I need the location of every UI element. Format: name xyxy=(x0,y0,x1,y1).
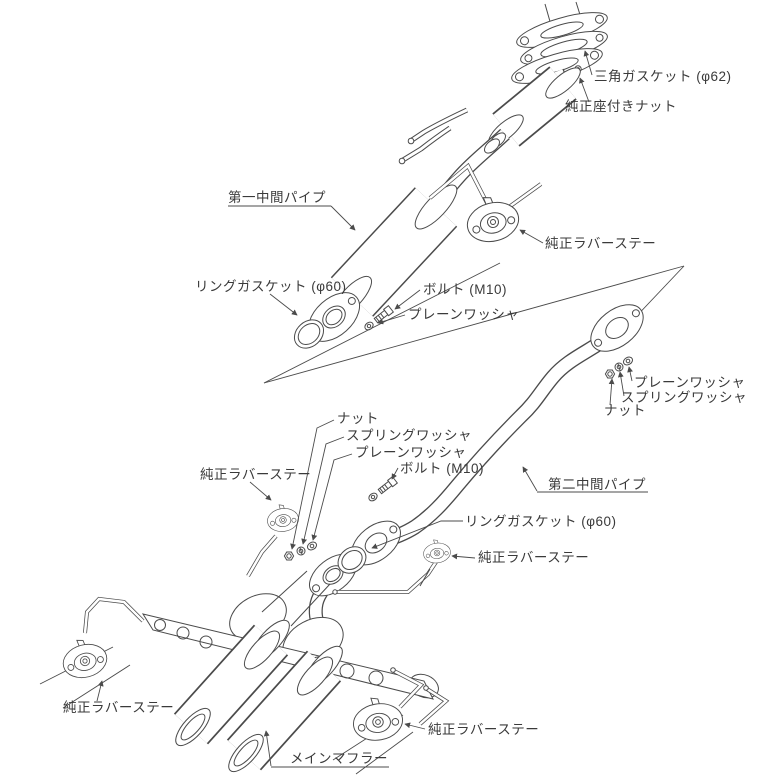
leader-seated-nut xyxy=(579,77,590,103)
leader-first-pipe xyxy=(330,205,356,231)
label-bolt-m10-1: ボルト (M10) xyxy=(423,282,507,297)
label-first-mid-pipe: 第一中間パイプ xyxy=(228,189,326,205)
ring-gasket-1 xyxy=(293,319,325,349)
bracket-arms xyxy=(261,570,331,627)
leader-triangle-gasket xyxy=(583,50,593,76)
assembly-line-long xyxy=(263,265,685,384)
rubber-stay-mid-right xyxy=(421,537,453,565)
label-rubber-stay-mid-right: 純正ラバーステー xyxy=(478,550,589,565)
label-rubber-stay-left: 純正ラバーステー xyxy=(200,467,311,482)
leader-plain-washer-center xyxy=(311,453,353,541)
nut-icon-center xyxy=(283,551,295,561)
label-rubber-stay-bottom-left: 純正ラバーステー xyxy=(63,700,174,715)
bracket-hole xyxy=(339,663,355,679)
plain-washer-icon-2 xyxy=(368,492,378,502)
leader-plain-washer-1 xyxy=(377,314,406,325)
leader-stay-mid-right xyxy=(451,553,476,560)
label-rubber-stay-bottom-right: 純正ラバーステー xyxy=(428,722,539,737)
label-bolt-m10-2: ボルト (M10) xyxy=(400,461,484,476)
bracket-hole xyxy=(368,670,384,686)
hanger-rod-tip xyxy=(390,667,396,673)
tip-collar xyxy=(296,656,334,696)
label-ring-gasket-2: リングガスケット (φ60) xyxy=(465,514,617,529)
bracket-hole xyxy=(176,626,190,640)
leader-nut-center xyxy=(290,419,335,550)
plain-washer-icon-right xyxy=(621,354,635,368)
leader-spring-washer-right xyxy=(617,371,625,397)
leader-spring-washer-center xyxy=(301,436,345,545)
leader-stay-top-right xyxy=(519,229,544,244)
second-pipe-upper-flange xyxy=(590,304,644,352)
plain-washer-icon-center xyxy=(305,539,319,553)
callout-leaders xyxy=(96,50,648,768)
leader-stay-left xyxy=(249,481,272,501)
leader-main-muffler xyxy=(263,730,272,767)
callout-labels: 三角ガスケット (φ62) 純正座付きナット 第一中間パイプ 純正ラバーステー … xyxy=(63,69,747,766)
flex-joint-ring xyxy=(484,138,500,154)
hanger-rod-tip xyxy=(407,137,415,145)
leader-plain-washer-right xyxy=(627,366,633,382)
spring-washer-icon-center xyxy=(296,546,306,556)
nut-icon-right xyxy=(604,369,616,379)
label-main-muffler: メインマフラー xyxy=(290,751,388,766)
upper-assembly xyxy=(293,1,608,349)
rubber-stay-bottom-right xyxy=(348,692,406,745)
resonator-end-cap xyxy=(414,184,458,230)
bolt-m10-icon-2 xyxy=(376,476,398,496)
rubber-stay-center-left xyxy=(265,502,301,534)
leader-stay-bottom-right xyxy=(404,722,426,730)
hanger-rod-tip xyxy=(398,157,406,165)
label-rubber-stay-top-right: 純正ラバーステー xyxy=(545,236,656,251)
label-spring-washer-center: スプリングワッシャ xyxy=(346,428,472,443)
label-second-mid-pipe: 第二中間パイプ xyxy=(548,476,646,492)
label-triangle-gasket: 三角ガスケット (φ62) xyxy=(594,69,732,84)
label-spring-washer-right: スプリングワッシャ xyxy=(621,390,747,405)
label-plain-washer-right: プレーンワッシャ xyxy=(634,375,745,390)
bracket-hole xyxy=(199,635,213,649)
plain-washer-icon-1 xyxy=(364,321,374,331)
spring-washer-icon-right xyxy=(614,362,624,372)
stock-upper-flange xyxy=(516,12,608,48)
label-plain-washer-center: プレーンワッシャ xyxy=(355,445,466,460)
leader-nut-right xyxy=(608,378,615,406)
catalyst-end-cap xyxy=(545,67,581,99)
label-plain-washer-1: プレーンワッシャ xyxy=(408,307,519,322)
hanger-rod-tip xyxy=(423,685,429,691)
second-pipe-assembly xyxy=(283,304,644,566)
tip-collar xyxy=(243,630,281,670)
leader-bolt-1 xyxy=(394,289,421,310)
bracket-hole xyxy=(154,619,166,631)
stay-stub xyxy=(419,568,431,587)
hanger-rod-tip xyxy=(332,589,338,595)
leader-ring-gasket-2 xyxy=(371,520,463,549)
main-muffler-assembly xyxy=(39,502,453,775)
rubber-stay-bottom-left xyxy=(57,633,111,683)
leader-ring-gasket-1 xyxy=(269,293,298,316)
ring-gasket-2 xyxy=(337,546,367,574)
label-nut-right: ナット xyxy=(604,403,646,418)
leader-second-pipe xyxy=(522,466,538,492)
leader-stay-bottom-left xyxy=(96,680,104,702)
label-nut-center: ナット xyxy=(337,411,379,426)
label-ring-gasket-1: リングガスケット (φ60) xyxy=(195,279,347,294)
rubber-stay-top-right xyxy=(460,189,524,248)
label-oem-seated-nut: 純正座付きナット xyxy=(565,99,677,114)
leader-bolt-2 xyxy=(391,467,399,480)
